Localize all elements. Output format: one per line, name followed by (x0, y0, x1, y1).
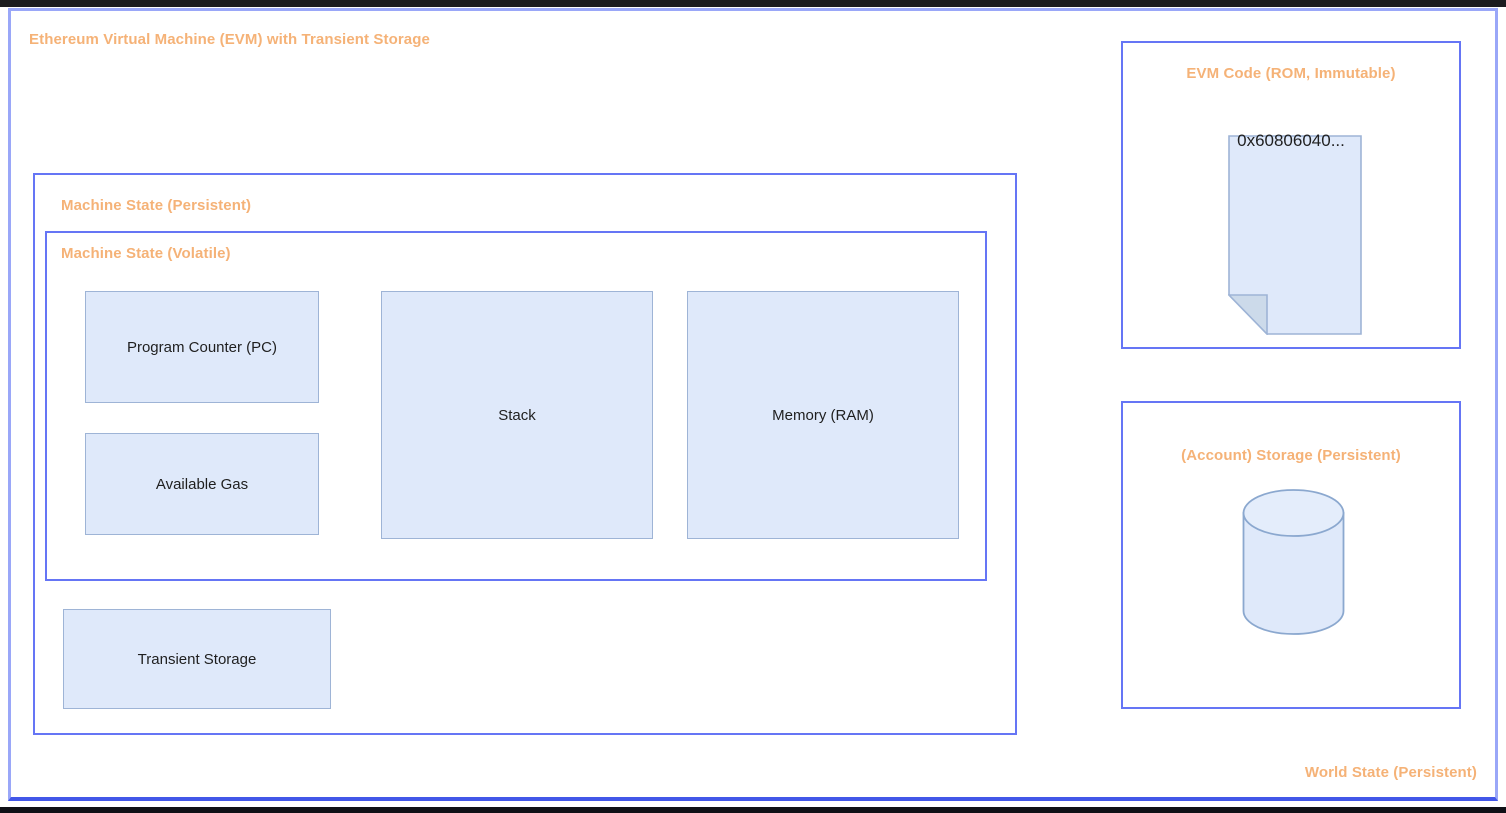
available-gas-box: Available Gas (85, 433, 319, 535)
evm-code-bytecode-label: 0x60806040... (1237, 131, 1345, 150)
world-state-footer-title: World State (Persistent) (1304, 764, 1477, 781)
evm-code-title: EVM Code (ROM, Immutable) (1186, 65, 1396, 82)
memory-ram-box: Memory (RAM) (687, 291, 959, 539)
transient-storage-box: Transient Storage (63, 609, 331, 709)
machine-state-persistent-panel: Machine State (Persistent) Machine State… (33, 173, 1017, 735)
program-counter-box: Program Counter (PC) (85, 291, 319, 403)
document-icon (1228, 135, 1362, 335)
machine-state-persistent-title: Machine State (Persistent) (61, 197, 252, 214)
top-chrome-band (0, 0, 1506, 7)
stack-box: Stack (381, 291, 653, 539)
evm-code-panel: EVM Code (ROM, Immutable) 0x60806040... (1121, 41, 1461, 349)
world-state-panel: Ethereum Virtual Machine (EVM) with Tran… (8, 8, 1498, 801)
machine-state-volatile-title: Machine State (Volatile) (61, 245, 231, 262)
database-cylinder-icon (1242, 489, 1345, 635)
bottom-chrome-band (0, 807, 1506, 813)
machine-state-volatile-panel: Machine State (Volatile) Program Counter… (45, 231, 987, 581)
page-title: Ethereum Virtual Machine (EVM) with Tran… (29, 31, 430, 48)
account-storage-panel: (Account) Storage (Persistent) (1121, 401, 1461, 709)
account-storage-title: (Account) Storage (Persistent) (1181, 447, 1401, 464)
